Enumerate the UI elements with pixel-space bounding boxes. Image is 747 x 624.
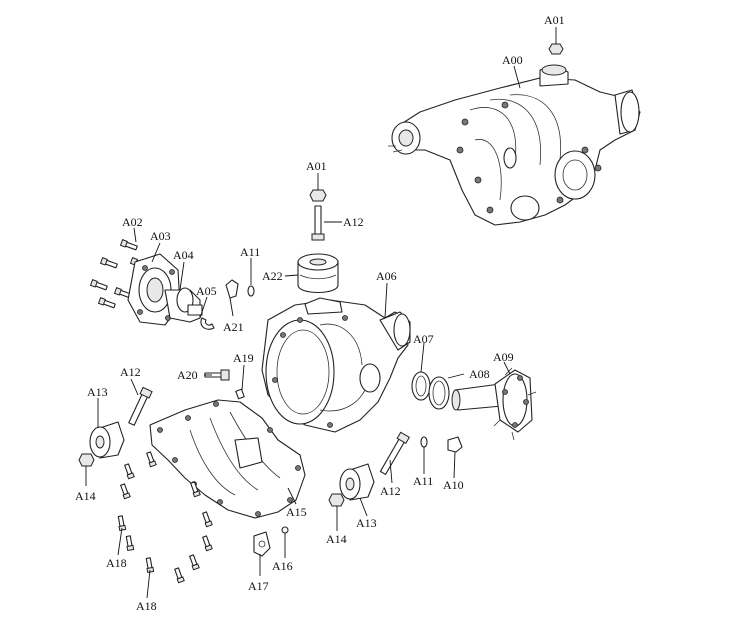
washer-a11-lower (420, 436, 428, 448)
callout-label: A19 (233, 351, 254, 365)
callout-label: A16 (272, 559, 293, 573)
callout-label: A20 (177, 368, 198, 382)
callout-label: A12 (343, 215, 364, 229)
callout-label: A15 (286, 505, 307, 519)
callout-label: A07 (413, 332, 434, 346)
callout-label: A12 (380, 484, 401, 498)
callout-label: A00 (502, 53, 523, 67)
o-ring-a08 (428, 376, 450, 410)
shaft-a04 (164, 287, 203, 323)
callout-label: A14 (326, 532, 347, 546)
callout-label: A13 (87, 385, 108, 399)
flange-a03 (127, 253, 181, 326)
bolt-a12-vertical (311, 205, 325, 241)
callout-label: A01 (306, 159, 327, 173)
assembled-differential-a00 (388, 64, 641, 226)
callout-label: A12 (120, 365, 141, 379)
callout-label: A08 (469, 367, 490, 381)
nut-a01-top (548, 43, 564, 55)
callout-label: A17 (248, 579, 269, 593)
callout-label: A01 (544, 13, 565, 27)
leader-lines (85, 27, 557, 599)
callout-labels: A01 A00 A01 A12 A02 A03 A04 A05 A21 A11 … (75, 13, 565, 613)
plug-a21 (225, 279, 239, 299)
bushing-a22 (297, 253, 339, 294)
callout-label: A18 (136, 599, 157, 613)
bolt-a12-left (128, 386, 153, 426)
dowel-a19 (235, 388, 245, 400)
callout-label: A02 (122, 215, 143, 229)
o-ring-a07 (411, 371, 431, 401)
callout-label: A10 (443, 478, 464, 492)
callout-label: A18 (106, 556, 127, 570)
pin-a16 (281, 526, 289, 534)
rear-cover-a15 (149, 399, 306, 519)
cover-bolts-a18 (117, 451, 213, 584)
callout-label: A21 (223, 320, 244, 334)
bolt-a12-right (379, 431, 411, 475)
callout-label: A03 (150, 229, 171, 243)
washer-a11-top (247, 285, 255, 297)
callout-label: A22 (262, 269, 283, 283)
bushing-a13-right (339, 463, 375, 501)
snap-ring-a05 (200, 317, 215, 330)
nut-a01-mid (309, 189, 327, 202)
callout-label: A06 (376, 269, 397, 283)
plate-a17 (253, 531, 271, 557)
nut-a14-left (78, 453, 95, 467)
bushing-a13-left (89, 421, 125, 459)
callout-label: A13 (356, 516, 377, 530)
callout-label: A09 (493, 350, 514, 364)
differential-housing-a06 (261, 297, 411, 433)
breather-a20 (204, 369, 230, 381)
callout-label: A11 (240, 245, 260, 259)
callout-label: A04 (173, 248, 194, 262)
callout-label: A14 (75, 489, 96, 503)
callout-label: A05 (196, 284, 217, 298)
plug-a10 (447, 436, 463, 453)
flange-shaft-a09 (451, 367, 537, 441)
callout-label: A11 (413, 474, 433, 488)
nut-a14-right (328, 493, 345, 507)
